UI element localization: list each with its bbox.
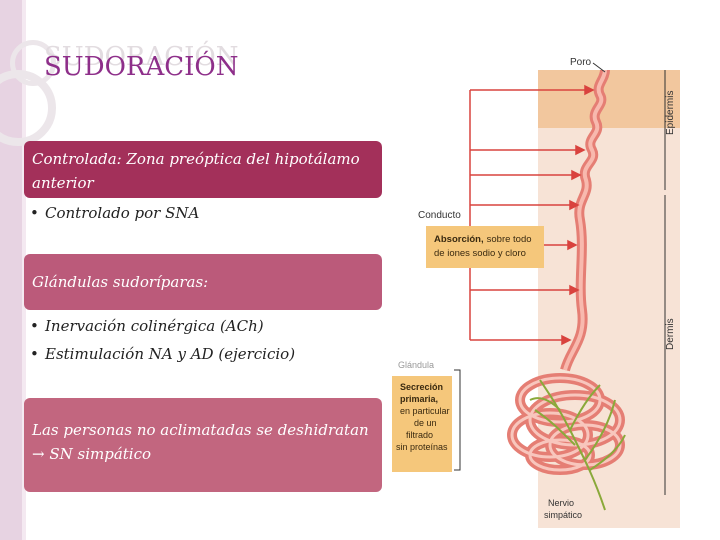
duct-label: Conducto — [418, 210, 461, 221]
decorative-circle — [10, 40, 56, 86]
bullet-list-glands: •Inervación colinérgica (ACh) •Estimulac… — [30, 312, 295, 368]
svg-text:simpático: simpático — [544, 510, 582, 520]
svg-text:en particular: en particular — [400, 406, 450, 416]
svg-text:Absorción,sobre todo: Absorción,sobre todo — [434, 234, 532, 245]
epidermis-layer — [538, 70, 680, 128]
list-item: •Controlado por SNA — [30, 204, 200, 222]
svg-text:de iones sodio y cloro: de iones sodio y cloro — [434, 248, 526, 259]
acclimation-box: Las personas no aclimatadas se deshidrat… — [24, 398, 382, 492]
svg-text:primaria,: primaria, — [400, 394, 438, 404]
nerve-label: Nervio — [548, 498, 574, 508]
sympathetic-nerve — [529, 379, 626, 511]
pore-label: Poro — [570, 57, 592, 68]
svg-text:filtrado: filtrado — [406, 430, 433, 440]
gland-label: Glándula — [398, 360, 434, 370]
sweat-gland-diagram: Epidermis Dermis Poro — [392, 57, 680, 530]
secretion-box — [392, 376, 452, 472]
list-item: •Estimulación NA y AD (ejercicio) — [30, 345, 296, 363]
hypothalamus-box: Controlada: Zona preóptica del hipotálam… — [24, 141, 382, 198]
list-item: •Inervación colinérgica (ACh) — [30, 317, 264, 335]
glands-box: Glándulas sudoríparas: — [24, 254, 382, 310]
svg-text:sin proteínas: sin proteínas — [396, 442, 448, 452]
slide-title: SUDORACIÓN — [44, 52, 239, 82]
absorption-box — [426, 226, 544, 268]
epidermis-label: Epidermis — [665, 91, 676, 135]
svg-text:de un: de un — [414, 418, 437, 428]
bullet-list-sna: •Controlado por SNA — [30, 199, 199, 227]
svg-text:Secreción: Secreción — [400, 382, 443, 392]
dermis-label: Dermis — [665, 318, 676, 350]
title-shadow: SUDORACIÓN — [44, 42, 239, 72]
